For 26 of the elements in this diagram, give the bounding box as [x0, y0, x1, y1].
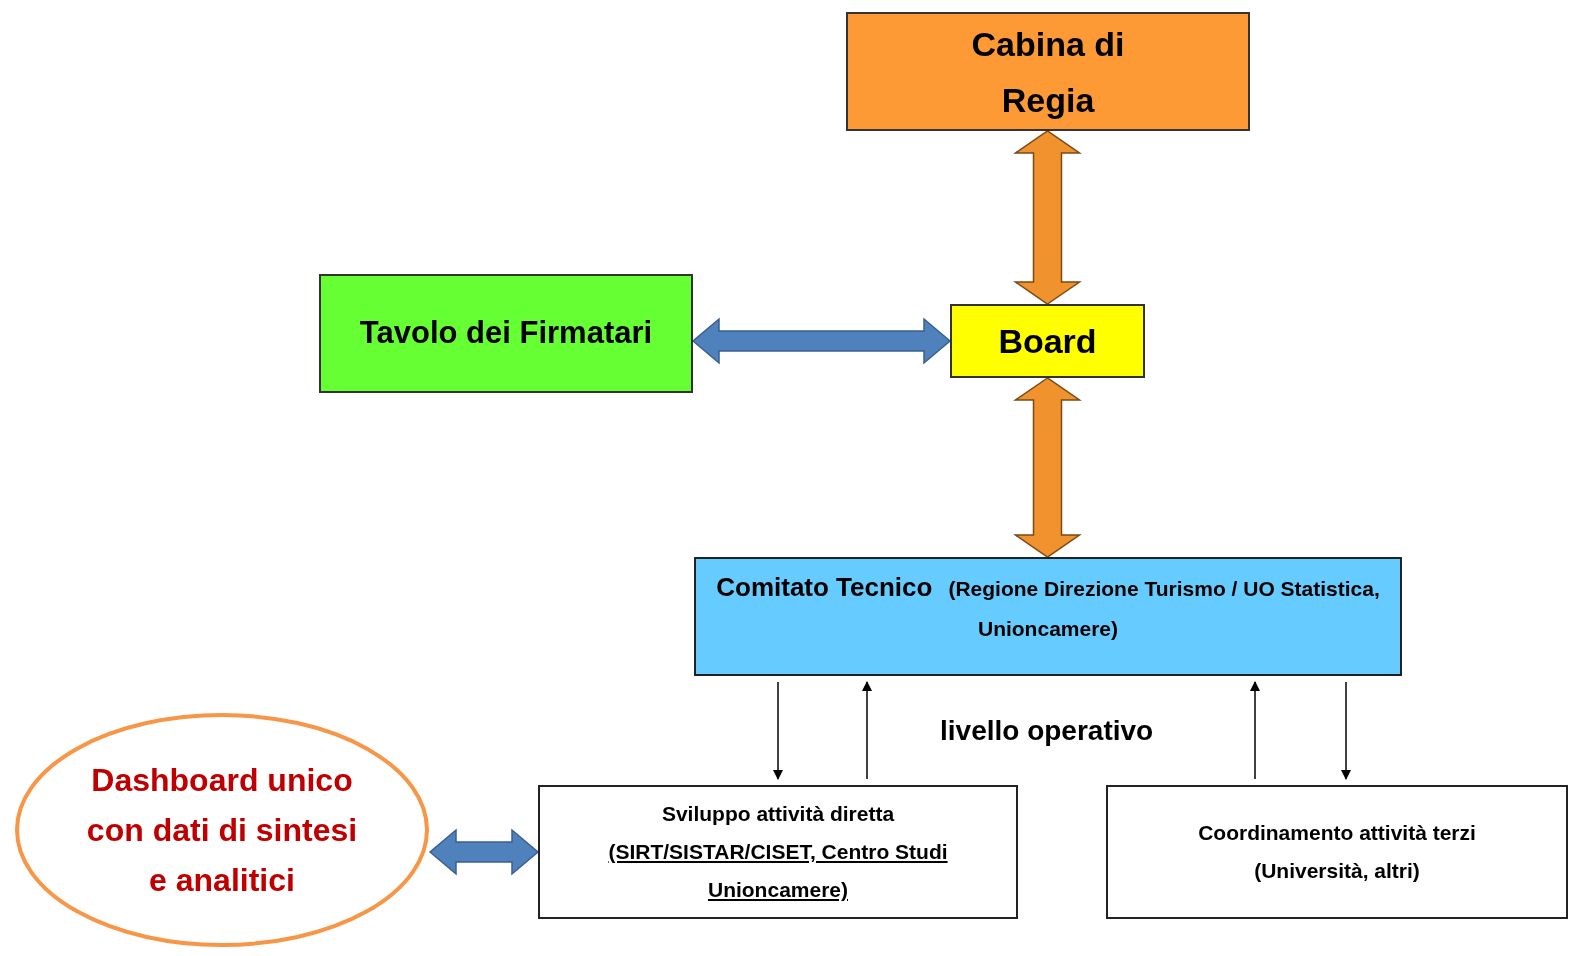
- arrow: [1250, 681, 1260, 780]
- node-title: Comitato Tecnico: [716, 572, 933, 602]
- node-title: Coordinamento attività terzi: [1198, 820, 1476, 846]
- arrow: [773, 681, 783, 780]
- node-title: Board: [998, 320, 1097, 362]
- double-arrow: [1013, 377, 1082, 558]
- process-box: [950, 304, 1145, 378]
- node-title: Sviluppo attività diretta: [661, 801, 895, 827]
- double-arrow: [691, 317, 952, 365]
- node-title: Tavolo dei Firmatari: [359, 314, 653, 353]
- process-box: [846, 12, 1250, 131]
- process-box: [538, 785, 1018, 919]
- node-description: (Regione Direzione Turismo / UO Statistica, Unioncamere): [948, 577, 1380, 640]
- arrow: [1341, 681, 1351, 780]
- node-description: (SIRT/SISTAR/CISET, Centro Studi Unioncamere): [607, 839, 949, 903]
- double-arrow: [1013, 130, 1082, 305]
- process-box: [694, 557, 1402, 676]
- arrow: [862, 681, 872, 780]
- node-title: Cabina di Regia: [970, 23, 1126, 121]
- node-title: Dashboard unico con dati di sintesi e analitici: [85, 761, 359, 900]
- oval-node: [14, 712, 430, 948]
- double-arrow: [428, 828, 540, 876]
- process-box: [319, 274, 693, 393]
- level-label: livello operativo: [940, 714, 1154, 748]
- process-box: [1106, 785, 1568, 919]
- node-description: (Università, altri): [1254, 858, 1420, 884]
